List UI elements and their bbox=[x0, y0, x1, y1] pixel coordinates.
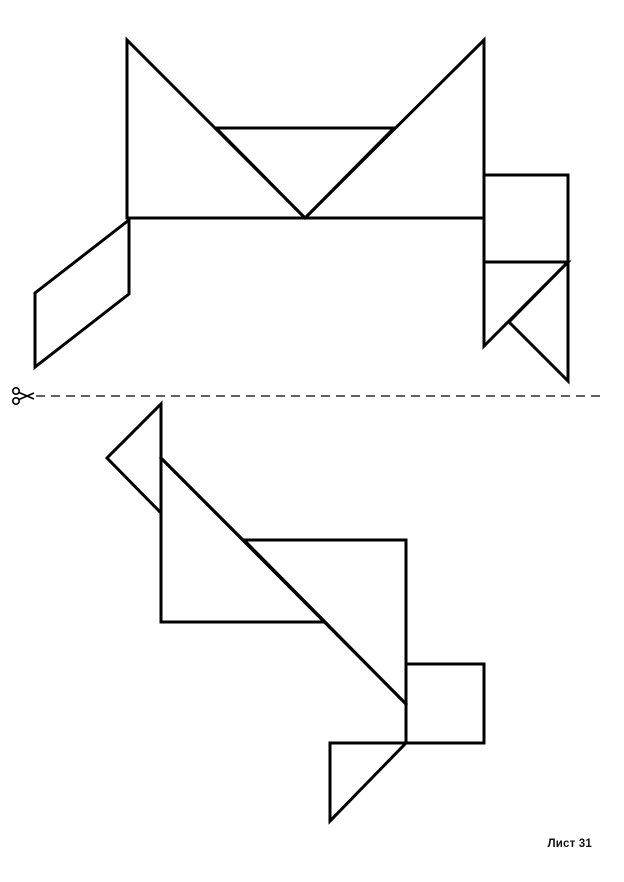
medium-triangle-head bbox=[212, 126, 398, 221]
small-triangle-beak bbox=[104, 400, 163, 517]
small-triangle-back-leg bbox=[506, 258, 570, 385]
square-tail bbox=[404, 662, 486, 745]
small-triangle-foot bbox=[328, 741, 410, 825]
cut-line-group bbox=[12, 387, 604, 406]
tangram-bird-outline bbox=[104, 400, 486, 825]
scissors-icon bbox=[12, 387, 35, 406]
parallelogram-tail bbox=[33, 216, 131, 371]
body-diagonal bbox=[158, 455, 409, 707]
tangram-cat-outline bbox=[33, 36, 572, 385]
square-body bbox=[482, 173, 570, 264]
sheet-number-label: Лист 31 bbox=[547, 838, 592, 850]
